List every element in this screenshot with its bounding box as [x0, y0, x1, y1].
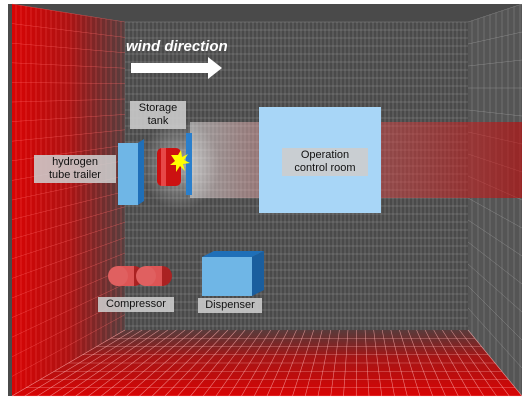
dispenser — [202, 251, 264, 296]
hydrogen-tube-trailer-label: hydrogen tube trailer — [34, 155, 116, 183]
dispenser-label: Dispenser — [198, 298, 262, 313]
left-wall-concentration — [12, 4, 125, 396]
leak-spark-icon — [170, 150, 190, 172]
hydrogen-tube-trailer — [118, 139, 144, 205]
storage-tank-label: Storage tank — [130, 101, 186, 129]
compressor — [108, 266, 172, 286]
floor-grid — [11, 329, 523, 397]
wind-arrow-icon — [131, 57, 222, 79]
operation-control-room-label: Operation control room — [282, 148, 368, 176]
left-wall-grid — [11, 3, 126, 397]
wind-direction-label: wind direction — [126, 38, 228, 55]
right-wall — [468, 4, 522, 396]
compressor-label: Compressor — [98, 297, 174, 312]
